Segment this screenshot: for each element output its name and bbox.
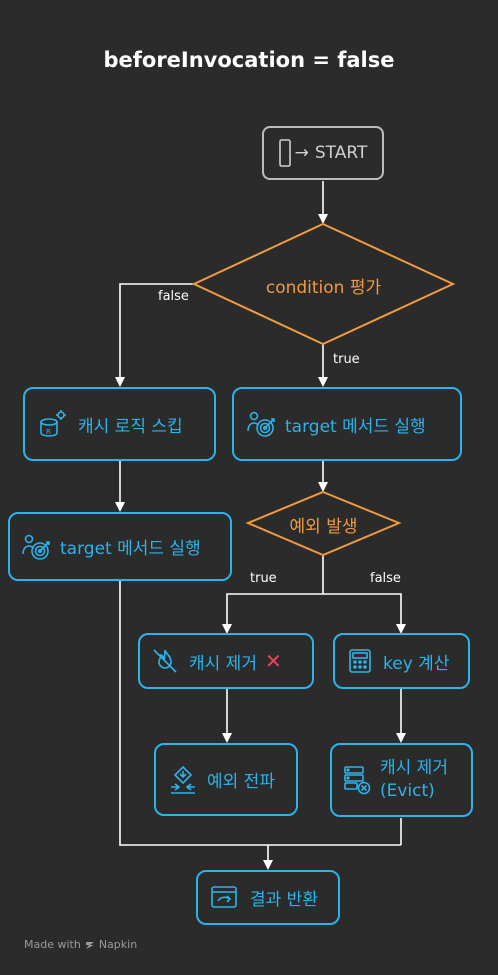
node-cache-evict-label-line2: (Evict) — [380, 781, 435, 801]
decision-exception-shape — [245, 490, 402, 557]
fire-off-icon — [151, 647, 179, 675]
node-target-exec-left-label: target 메서드 실행 — [60, 539, 201, 559]
node-key-calc-label: key 계산 — [383, 653, 450, 674]
svg-text:R: R — [46, 428, 51, 436]
node-target-exec-right-label: target 메서드 실행 — [285, 416, 426, 437]
edge-condition-false — [115, 283, 194, 387]
node-return-result: 결과 반환 — [196, 870, 340, 925]
node-exception-propagate: 예외 전파 — [154, 743, 298, 816]
footer-brand: Napkin — [98, 938, 138, 951]
calculator-icon — [347, 648, 373, 674]
edge-exception-split — [222, 555, 324, 634]
edge-label-exc-false: false — [370, 571, 401, 586]
node-cache-evict-text: 캐시 제거 (Evict) — [380, 757, 448, 803]
footer-prefix: Made with — [24, 938, 81, 951]
node-return-result-label: 결과 반환 — [250, 890, 318, 910]
decision-exception-label: 예외 발생 — [289, 517, 358, 537]
door-icon — [278, 139, 291, 167]
edge-left-return — [119, 581, 401, 846]
edge-exception-false — [323, 593, 406, 634]
start-arrow: → — [294, 143, 309, 163]
node-key-calc: key 계산 — [333, 633, 470, 689]
start-label: START — [314, 143, 368, 163]
napkin-logo-icon — [85, 941, 94, 949]
diagram-title: beforeInvocation = false — [103, 48, 395, 72]
user-target-icon — [246, 409, 276, 439]
node-exception-propagate-label: 예외 전파 — [207, 772, 275, 792]
node-target-exec-right: target 메서드 실행 — [232, 387, 462, 461]
decision-condition-label: condition 평가 — [265, 278, 382, 298]
node-skip-cache-label: 캐시 로직 스킵 — [78, 416, 183, 437]
footer-credit: Made with Napkin — [24, 938, 137, 951]
database-gear-icon: R — [38, 409, 68, 439]
edge-label-exc-true: true — [250, 571, 277, 586]
cross-mark-icon: ✕ — [264, 649, 282, 673]
node-cache-evict: 캐시 제거 (Evict) — [330, 743, 473, 817]
edge-label-false-left: false — [158, 289, 189, 304]
node-cache-evict-label-line1: 캐시 제거 — [380, 758, 448, 778]
decision-condition-shape — [191, 222, 456, 346]
server-remove-icon — [343, 765, 371, 795]
node-skip-cache: R 캐시 로직 스킵 — [23, 387, 216, 461]
edge-label-true-down: true — [333, 352, 360, 367]
user-target-icon — [21, 532, 51, 562]
node-target-exec-left: target 메서드 실행 — [8, 512, 232, 581]
node-cache-remove-label: 캐시 제거 — [189, 653, 257, 674]
node-cache-remove: 캐시 제거 ✕ — [138, 633, 314, 689]
window-return-icon — [210, 885, 240, 911]
diverge-arrows-icon — [169, 765, 197, 795]
start-node: → START — [262, 126, 384, 180]
